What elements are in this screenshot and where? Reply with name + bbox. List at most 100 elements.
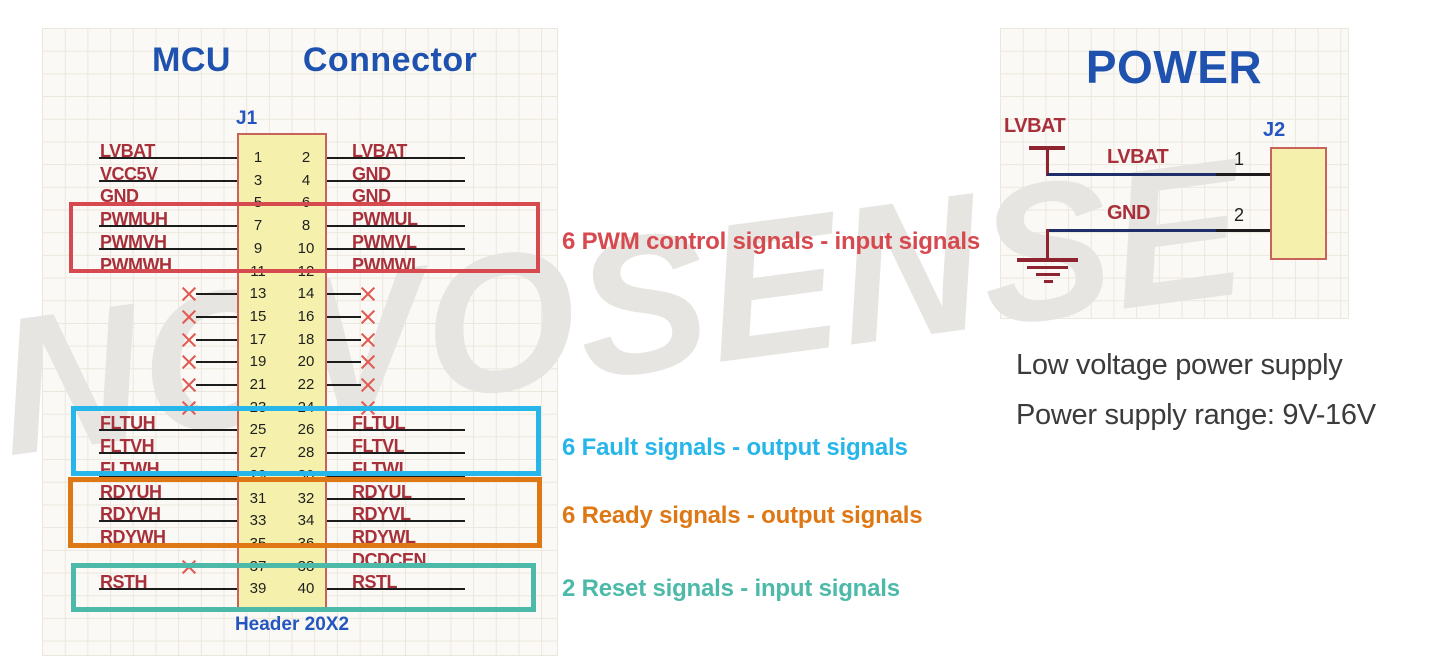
ground-symbol-bar2-icon	[1027, 266, 1068, 269]
net-label-pwmul: PWMUL	[352, 209, 418, 229]
annotation-pwm-signals: 6 PWM control signals - input signals	[562, 228, 980, 255]
j1-pin-number-26: 26	[297, 421, 315, 438]
net-label-pwmvl: PWMVL	[352, 232, 417, 252]
net-label-gnd: GND	[1107, 202, 1150, 224]
no-connect-cross-icon	[181, 309, 197, 325]
j1-pin-number-33: 33	[249, 512, 267, 529]
j1-pin-number-8: 8	[301, 217, 311, 234]
j1-pin-number-39: 39	[249, 580, 267, 597]
net-label-lvbat: LVBAT	[100, 141, 155, 161]
mcu-section-title: MCU Connector	[152, 41, 478, 79]
no-connect-cross-icon	[181, 354, 197, 370]
j1-pin-number-14: 14	[297, 285, 315, 302]
j1-wire-left	[99, 452, 237, 454]
j1-pin-number-34: 34	[297, 512, 315, 529]
j1-pin-number-18: 18	[297, 331, 315, 348]
net-label-fltul: FLTUL	[352, 413, 406, 433]
wire-lvbat	[1047, 173, 1217, 176]
j1-wire-left	[99, 475, 237, 477]
j1-nc-stub-right	[327, 316, 361, 318]
net-label-fltuh: FLTUH	[100, 413, 156, 433]
j2-connector-body	[1270, 147, 1327, 260]
j1-nc-stub-left	[196, 316, 237, 318]
j1-pin-number-2: 2	[301, 149, 311, 166]
no-connect-cross-icon	[360, 354, 376, 370]
net-label-gnd: GND	[100, 186, 139, 206]
j1-wire-right	[327, 225, 465, 227]
j1-nc-stub-right	[327, 361, 361, 363]
j2-pin2-number: 2	[1234, 205, 1245, 225]
j1-pin-number-9: 9	[253, 240, 263, 257]
net-label-gnd: GND	[352, 186, 391, 206]
net-label-rdyuh: RDYUH	[100, 482, 162, 502]
j1-pin-number-1: 1	[253, 149, 263, 166]
j1-wire-left	[99, 429, 237, 431]
ground-symbol-bar4-icon	[1044, 280, 1053, 283]
j1-pin-number-22: 22	[297, 376, 315, 393]
no-connect-cross-icon	[360, 377, 376, 393]
j2-pin2-stub	[1216, 229, 1270, 232]
net-label-gnd: GND	[352, 164, 391, 184]
net-label-rsth: RSTH	[100, 572, 148, 592]
j1-pin-number-19: 19	[249, 353, 267, 370]
ground-symbol-bar1-icon	[1017, 258, 1078, 262]
j1-pin-number-40: 40	[297, 580, 315, 597]
j1-nc-stub-left	[196, 293, 237, 295]
j1-wire-left	[99, 157, 237, 159]
j1-nc-stub-left	[196, 361, 237, 363]
ground-symbol-stem-icon	[1046, 229, 1049, 260]
group-box-fault-signals	[71, 406, 541, 476]
no-connect-cross-icon	[360, 309, 376, 325]
j1-wire-right	[327, 520, 465, 522]
j1-wire-left	[99, 248, 237, 250]
no-connect-cross-icon	[360, 286, 376, 302]
j1-pin-number-17: 17	[249, 331, 267, 348]
annotation-ready-signals: 6 Ready signals - output signals	[562, 502, 923, 529]
j1-pin-number-7: 7	[253, 217, 263, 234]
annotation-reset-signals: 2 Reset signals - input signals	[562, 575, 900, 602]
group-box-reset-signals	[71, 563, 536, 612]
group-box-ready-signals	[68, 477, 542, 548]
j1-designator: J1	[236, 108, 258, 129]
net-label-pwmvh: PWMVH	[100, 232, 167, 252]
net-label-fltvl: FLTVL	[352, 436, 405, 456]
net-label-fltvh: FLTVH	[100, 436, 155, 456]
lvbat-power-port-stem-icon	[1046, 146, 1049, 176]
j1-nc-stub-right	[327, 384, 361, 386]
j1-pin-number-15: 15	[249, 308, 267, 325]
lvbat-power-port-label: LVBAT	[1004, 115, 1066, 137]
j1-pin-number-16: 16	[297, 308, 315, 325]
j2-designator: J2	[1263, 119, 1286, 141]
j1-wire-right	[327, 498, 465, 500]
j1-nc-stub-right	[327, 293, 361, 295]
j1-wire-left	[99, 520, 237, 522]
net-label-rdyul: RDYUL	[352, 482, 412, 502]
j1-pin-number-10: 10	[297, 240, 315, 257]
net-label-rdyvh: RDYVH	[100, 504, 161, 524]
ground-symbol-bar3-icon	[1036, 273, 1060, 276]
j1-pin-number-28: 28	[297, 444, 315, 461]
j1-wire-left	[99, 498, 237, 500]
net-label-rdywl: RDYWL	[352, 527, 416, 547]
j1-pin-number-21: 21	[249, 376, 267, 393]
j1-connector-body	[237, 133, 327, 611]
net-label-lvbat: LVBAT	[1107, 146, 1169, 168]
j1-wire-left	[99, 180, 237, 182]
j1-pin-number-3: 3	[253, 172, 263, 189]
j1-nc-stub-left	[196, 339, 237, 341]
j1-pin-number-13: 13	[249, 285, 267, 302]
j1-wire-right	[327, 475, 465, 477]
j1-nc-stub-left	[196, 384, 237, 386]
net-label-rstl: RSTL	[352, 572, 398, 592]
j1-footprint-label: Header 20X2	[234, 614, 350, 635]
j1-pin-number-25: 25	[249, 421, 267, 438]
no-connect-cross-icon	[181, 377, 197, 393]
j1-pin-number-20: 20	[297, 353, 315, 370]
j2-pin1-number: 1	[1234, 149, 1245, 169]
net-label-vcc5v: VCC5V	[100, 164, 158, 184]
j1-wire-right	[327, 157, 465, 159]
power-section-title: POWER	[1085, 41, 1263, 93]
net-label-rdywh: RDYWH	[100, 527, 166, 547]
wire-gnd	[1047, 229, 1217, 232]
